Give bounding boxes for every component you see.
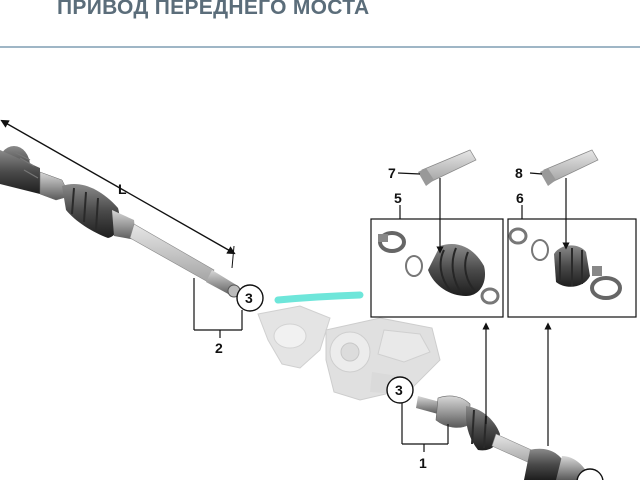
kit-5-ring (405, 255, 423, 277)
part-3-center-label: 3 (395, 382, 403, 398)
kit-5-clamp-right (480, 287, 500, 305)
part-3-left-label: 3 (245, 290, 253, 306)
part-2-label: 2 (215, 340, 223, 356)
kit-6-boot (554, 245, 590, 287)
part-8-label: 8 (515, 165, 523, 181)
grease-tube-7: 7 (388, 149, 477, 254)
highlight-mark (274, 291, 364, 304)
dimension-label: L (118, 181, 127, 197)
page-header: ПРИВОД ПЕРЕДНЕГО МОСТА (0, 0, 640, 48)
kit-6-ring (531, 239, 549, 261)
right-inner-joint (435, 395, 471, 428)
part-3-left-callout: 3 (236, 284, 264, 312)
boot-kit-6: 6 (507, 190, 637, 318)
page-title: ПРИВОД ПЕРЕДНЕГО МОСТА (57, 0, 370, 19)
right-shaft-spline (416, 396, 440, 414)
grease-tube-8: 8 (515, 149, 599, 250)
boot-kit-5: 5 (370, 190, 504, 318)
right-drive-shaft: 1 3 (386, 322, 604, 480)
left-drive-shaft: L 2 3 (0, 119, 264, 356)
front-differential-faded (257, 305, 441, 401)
bracket-part-2: 2 (193, 278, 243, 356)
part-6-label: 6 (516, 190, 524, 206)
left-shaft-bar (129, 223, 215, 283)
kit-5-clamp-left (378, 231, 406, 253)
part-7-label: 7 (388, 165, 396, 181)
kit-5-boot (428, 244, 486, 296)
dimension-l: L (0, 119, 236, 269)
left-outer-cv-joint (0, 146, 40, 194)
kit-6-clamp-small (508, 227, 528, 245)
part-1-label: 1 (419, 455, 427, 471)
part-3-center-callout: 3 (386, 376, 414, 404)
kit-6-clamp-large (590, 266, 622, 300)
part-5-label: 5 (394, 190, 402, 206)
bracket-part-1: 1 (401, 402, 449, 471)
